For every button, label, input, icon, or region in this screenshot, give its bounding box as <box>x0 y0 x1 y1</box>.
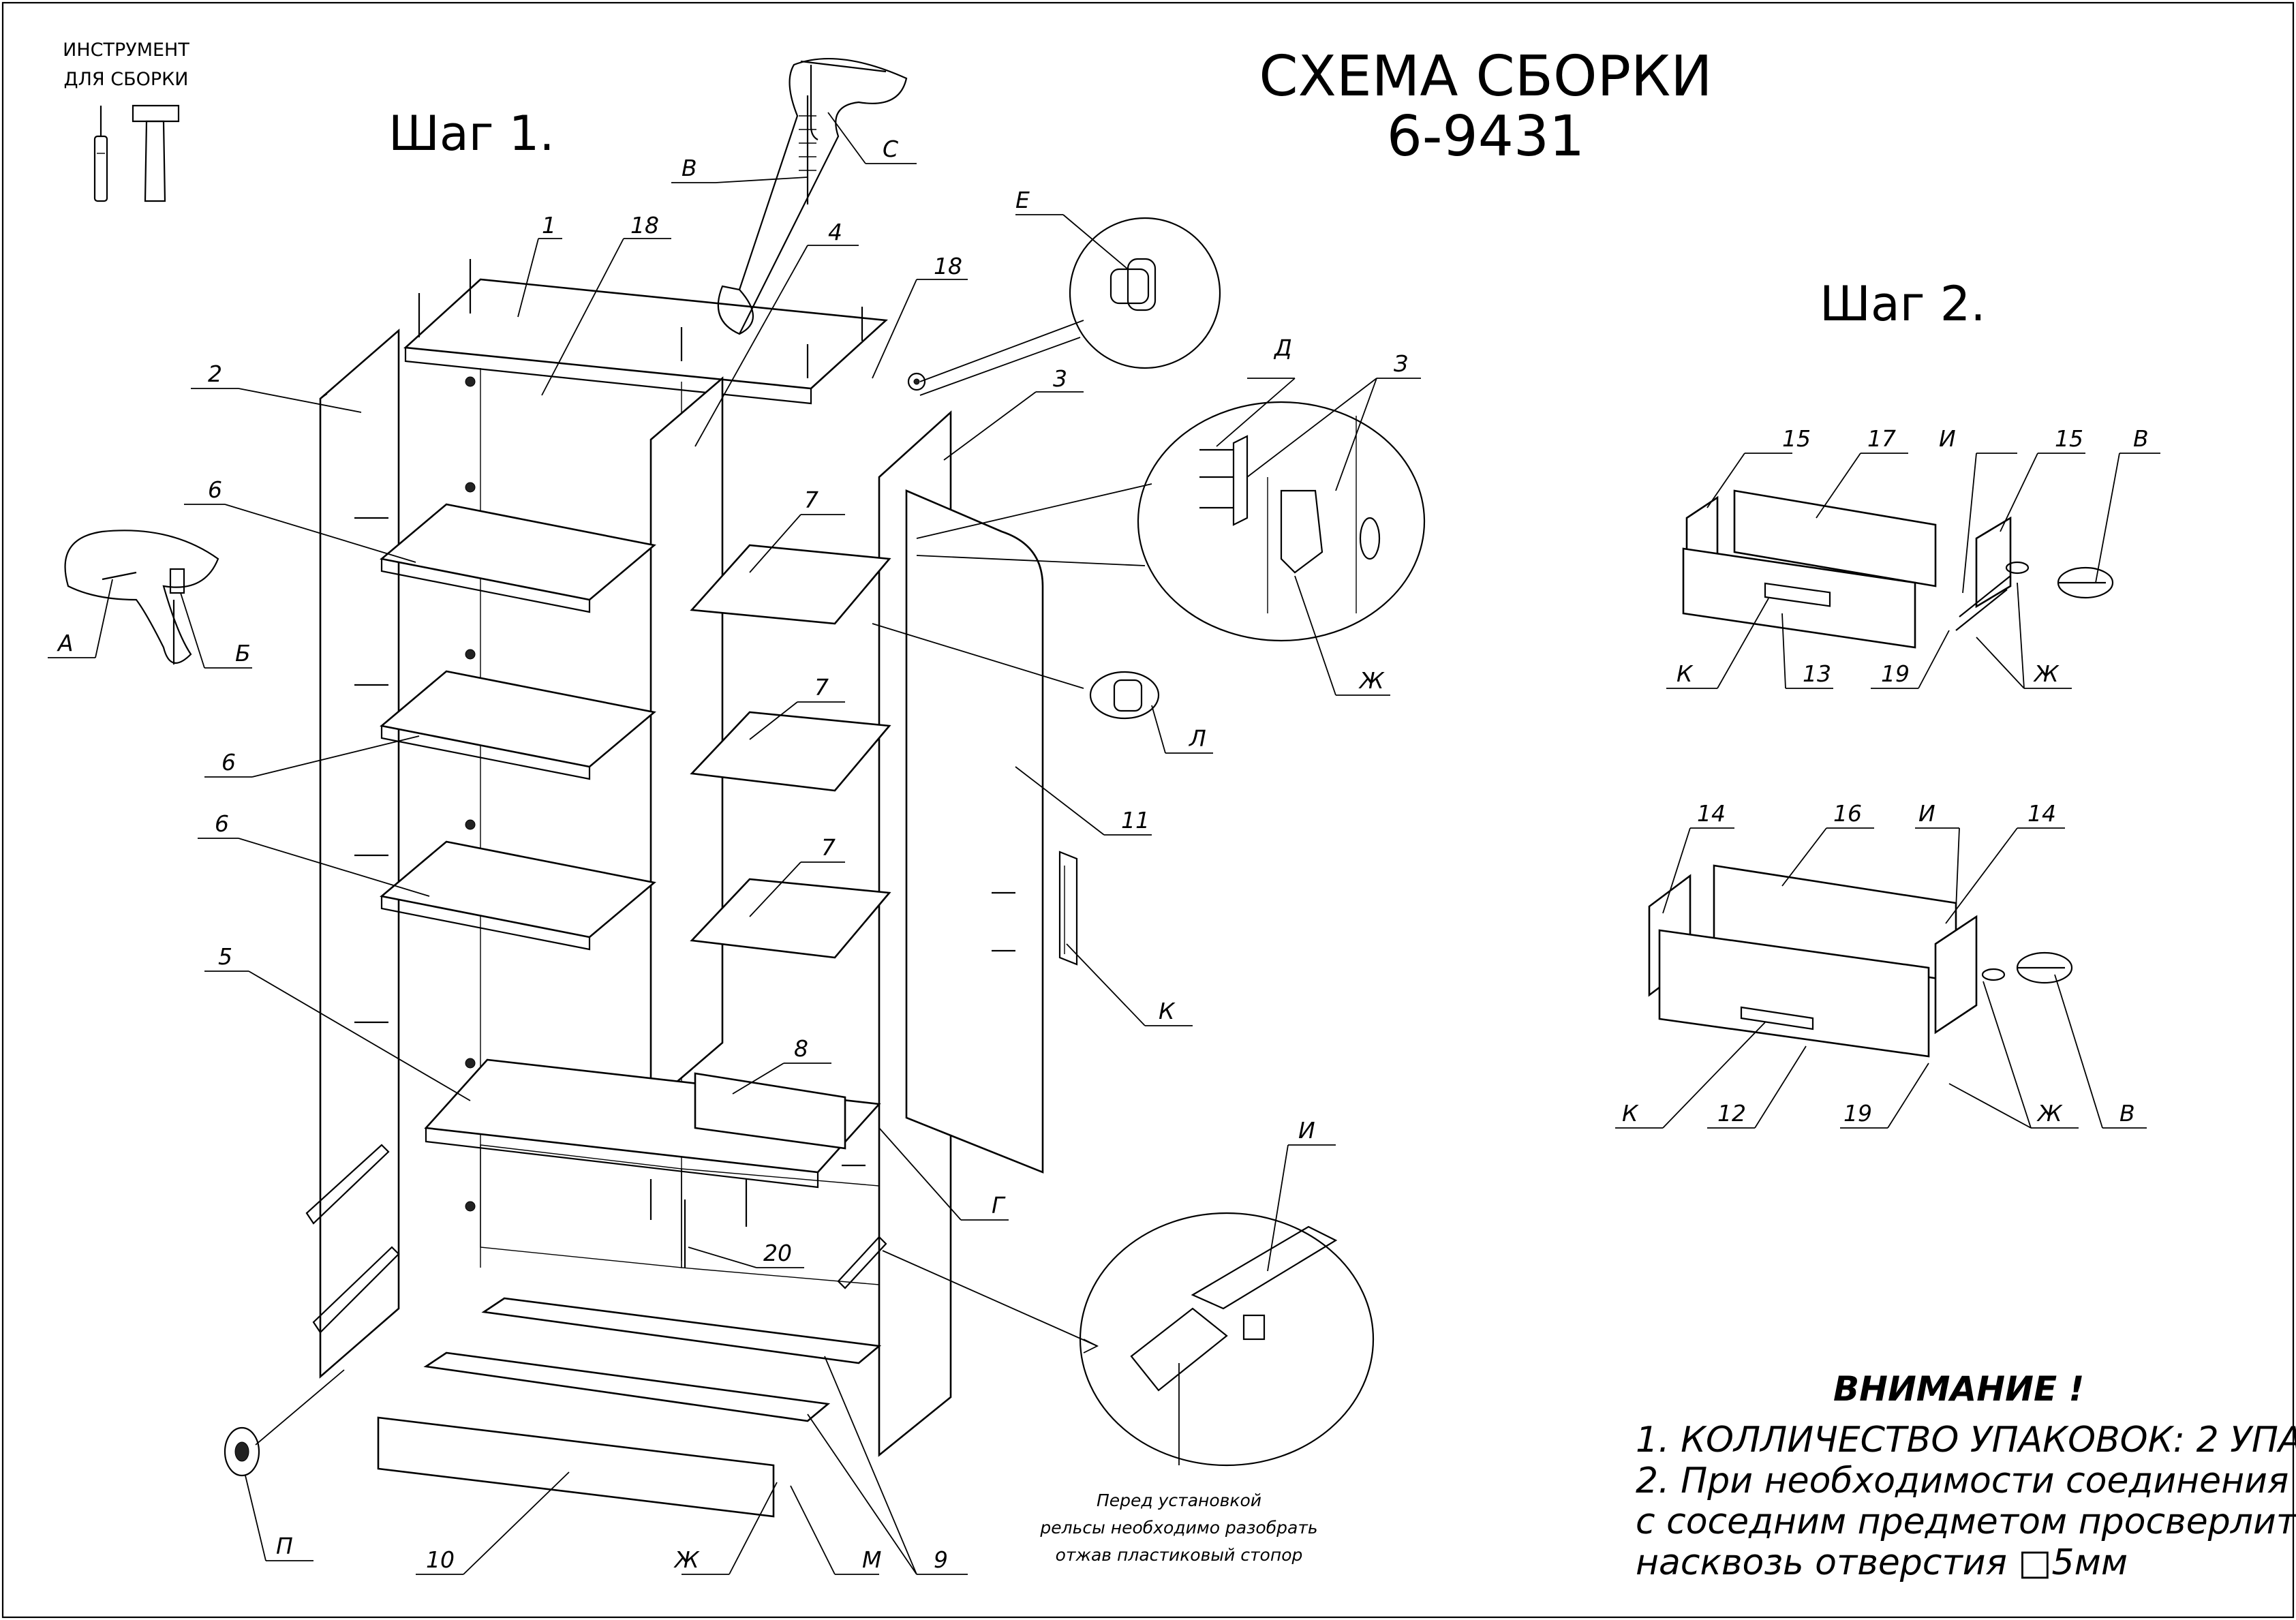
middle-divider <box>649 376 724 1106</box>
drawer-front-8 <box>694 1072 846 1150</box>
label-6-bottom: 6 <box>215 810 229 837</box>
label-9: 9 <box>934 1546 948 1573</box>
s2-top-label-I: И <box>1939 425 1956 452</box>
label-P: П <box>276 1533 293 1559</box>
hammer-icon <box>132 104 180 202</box>
s2-bottom-label-12: 12 <box>1717 1100 1746 1127</box>
s2-bottom-label-14b: 14 <box>2027 800 2056 827</box>
label-4: 4 <box>828 219 842 245</box>
label-2: 2 <box>208 361 222 387</box>
s2-bottom-label-16: 16 <box>1833 800 1862 827</box>
tools-label: ИНСТРУМЕНТ <box>63 40 189 61</box>
bottom-shelf <box>424 1058 881 1174</box>
label-B: В <box>682 155 697 181</box>
s2-bottom-label-K: К <box>1622 1100 1639 1127</box>
warning-line-3: с соседним предметом просверлить <box>1636 1501 2296 1542</box>
label-1: 1 <box>542 212 556 239</box>
s2-top-label-K: К <box>1677 660 1694 687</box>
label-I: И <box>1298 1117 1315 1144</box>
s2-top-label-13: 13 <box>1803 660 1831 687</box>
s2-bottom-label-I: И <box>1918 800 1935 827</box>
label-D: Д <box>1273 335 1292 361</box>
s2-top-label-19: 19 <box>1881 660 1910 687</box>
drawer-top-assembly <box>1682 489 2114 649</box>
label-7-top: 7 <box>804 487 818 513</box>
label-10: 10 <box>426 1546 455 1573</box>
door-handle <box>1058 851 1078 966</box>
warning-line-1: 1. КОЛЛИЧЕСТВО УПАКОВОК: 2 УПАКОВКИ. <box>1636 1420 2296 1461</box>
label-M: М <box>862 1546 881 1573</box>
model-number: 6-9431 <box>1387 104 1585 169</box>
label-7-middle: 7 <box>814 674 829 701</box>
label-7-bottom: 7 <box>821 834 836 861</box>
screwdriver-icon <box>93 106 108 202</box>
label-Zh-bottom: Ж <box>673 1546 700 1573</box>
step1-leaders <box>48 112 1421 1575</box>
hinge-detail-callout <box>916 401 1426 642</box>
bubble-note-line-2: рельсы необходимо разобрать <box>1039 1518 1317 1538</box>
step-1-heading: Шаг 1. <box>388 106 555 162</box>
label-G: Г <box>992 1192 1006 1219</box>
top-panel <box>403 278 889 390</box>
warning-line-4: насквозь отверстия □5мм <box>1636 1542 2128 1583</box>
label-20: 20 <box>763 1240 792 1266</box>
step-2-heading: Шаг 2. <box>1820 276 1986 332</box>
label-5: 5 <box>218 943 232 970</box>
s2-top-label-15b: 15 <box>2055 425 2083 452</box>
label-8: 8 <box>794 1035 808 1062</box>
plinth-9b <box>423 1351 831 1422</box>
label-C: С <box>883 136 898 162</box>
s2-bottom-label-Zh: Ж <box>2036 1100 2063 1127</box>
label-L: Л <box>1189 725 1206 752</box>
label-BB: Б <box>235 640 251 667</box>
shelf-left-1 <box>380 503 656 601</box>
step2-leaders <box>1615 453 2160 1129</box>
s2-top-label-15a: 15 <box>1782 425 1811 452</box>
fasteners <box>354 259 1015 1268</box>
drawer-slides <box>305 1144 887 1334</box>
cabinet-door <box>905 489 1078 1174</box>
shelf-right-3 <box>690 878 891 959</box>
plinth-9a <box>481 1297 882 1364</box>
diagram-title: СХЕМА СБОРКИ <box>1259 44 1712 109</box>
label-A: А <box>57 630 74 656</box>
s2-top-label-B: В <box>2133 425 2149 452</box>
label-K: К <box>1159 998 1176 1024</box>
shelf-right-2 <box>690 711 891 792</box>
s2-top-label-17: 17 <box>1867 425 1896 452</box>
leg-foot-detail <box>224 1369 345 1477</box>
plinth-10 <box>377 1416 775 1518</box>
label-18-right: 18 <box>934 253 962 279</box>
label-Z: З <box>1394 350 1408 377</box>
s2-bottom-label-14a: 14 <box>1697 800 1726 827</box>
shelf-right-1 <box>690 544 891 625</box>
bubble-note-line-3: отжав пластиковый стопор <box>1056 1545 1303 1565</box>
s2-bottom-label-B: В <box>2119 1100 2135 1127</box>
s2-top-label-Zh: Ж <box>2033 660 2060 687</box>
label-Zh-hinge: Ж <box>1358 667 1385 694</box>
tools-label-2: ДЛЯ СБОРКИ <box>63 69 188 90</box>
s2-bottom-label-19: 19 <box>1843 1100 1872 1127</box>
shelf-left-2 <box>380 670 656 768</box>
drawer-bottom-assembly <box>1648 864 2073 1058</box>
label-18-left: 18 <box>630 212 659 239</box>
connector-detail-callout <box>64 530 219 664</box>
slide-detail-callout <box>882 1212 1375 1467</box>
warning-line-2: 2. При необходимости соединения <box>1636 1461 2289 1501</box>
cabinet-carcass <box>319 278 952 1518</box>
left-side-panel <box>319 328 400 1379</box>
warning-heading: ВНИМАНИЕ ! <box>1833 1369 2084 1409</box>
label-6-top: 6 <box>208 476 222 503</box>
label-11: 11 <box>1121 807 1150 834</box>
cam-bolt-detail-callout <box>717 57 908 335</box>
label-6-middle: 6 <box>221 749 236 776</box>
shelf-left-3 <box>380 840 656 938</box>
bubble-note-line-1: Перед установкой <box>1097 1491 1261 1510</box>
handle-pin-detail-L <box>872 623 1160 720</box>
shelf-pin-detail-callout <box>919 217 1221 396</box>
label-3: 3 <box>1053 365 1067 392</box>
label-E: Е <box>1015 187 1030 213</box>
